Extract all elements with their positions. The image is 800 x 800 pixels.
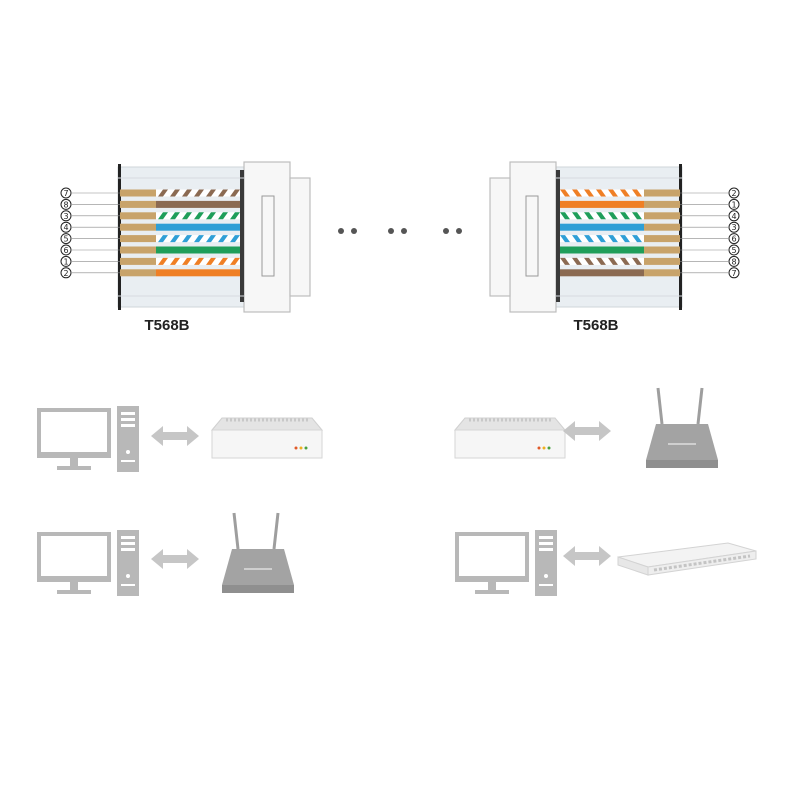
desktop-computer-icon — [37, 406, 139, 472]
pin-number: 7 — [63, 189, 68, 198]
double-arrow-icon — [563, 421, 611, 441]
pin-number-circle — [60, 233, 72, 245]
pin-number: 8 — [731, 257, 736, 266]
pin-number: 3 — [63, 212, 68, 221]
connector-right-label: T568B — [573, 317, 618, 334]
pin-number: 3 — [731, 223, 736, 232]
pin-number: 5 — [63, 235, 68, 244]
broadband-box-icon — [453, 416, 567, 460]
pin-number-circle — [60, 210, 72, 222]
pin-numbers-left: 7 8 3 4 5 6 1 2 — [60, 187, 72, 279]
pin-number-circle — [60, 267, 72, 279]
pin-number: 5 — [731, 246, 736, 255]
pin-number-circle — [60, 187, 72, 199]
pin-number-circle — [728, 267, 740, 279]
pin-number: 4 — [731, 212, 736, 221]
pin-numbers-right: 2 1 4 3 6 5 8 7 — [728, 187, 740, 279]
connector-left-label: T568B — [144, 317, 189, 334]
pin-number: 2 — [731, 189, 736, 198]
pin-number: 6 — [63, 246, 68, 255]
desktop-computer-icon — [455, 530, 557, 596]
pin-number-circle — [728, 221, 740, 233]
pin-number: 1 — [63, 257, 68, 266]
pin-number: 1 — [731, 200, 736, 209]
pin-number-circle — [60, 244, 72, 256]
pin-number: 8 — [63, 200, 68, 209]
pin-number: 6 — [731, 235, 736, 244]
wireless-router-icon — [220, 511, 296, 595]
rj45-connector-left — [72, 161, 311, 313]
pin-number-circle — [60, 221, 72, 233]
continuation-dots — [338, 228, 462, 234]
pin-number-circle — [728, 255, 740, 267]
pin-number: 4 — [63, 223, 68, 232]
pin-number-circle — [728, 244, 740, 256]
double-arrow-icon — [563, 546, 611, 566]
pin-number-circle — [60, 198, 72, 210]
wireless-router-icon — [644, 386, 720, 470]
rj45-connector-right — [489, 161, 728, 313]
pin-number-circle — [728, 198, 740, 210]
double-arrow-icon — [151, 426, 199, 446]
pin-number: 2 — [63, 269, 68, 278]
double-arrow-icon — [151, 549, 199, 569]
broadband-box-icon — [210, 416, 324, 460]
pin-number-circle — [728, 210, 740, 222]
network-switch-icon — [616, 541, 758, 577]
pin-number: 7 — [731, 269, 736, 278]
pin-number-circle — [728, 233, 740, 245]
desktop-computer-icon — [37, 530, 139, 596]
pin-number-circle — [60, 255, 72, 267]
pin-number-circle — [728, 187, 740, 199]
